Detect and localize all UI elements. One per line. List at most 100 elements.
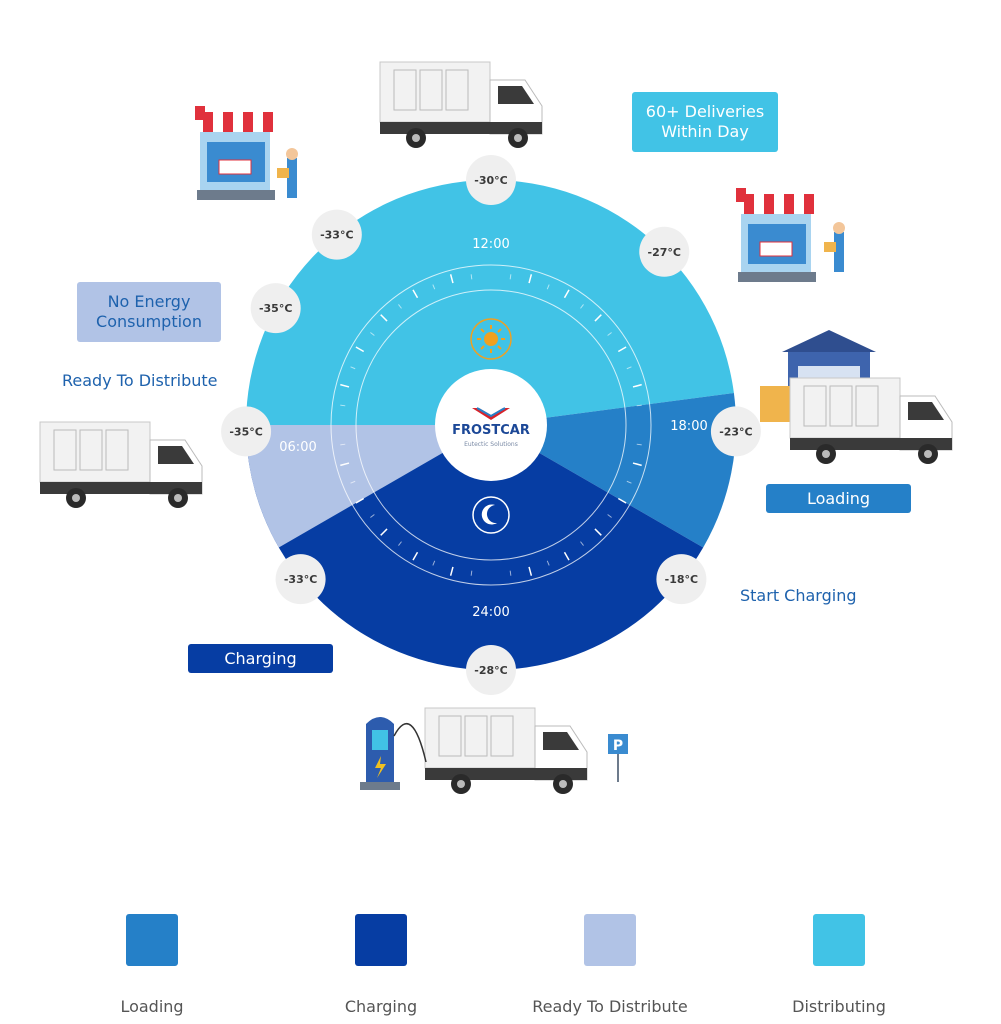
store-icon bbox=[736, 188, 845, 282]
clock-minor-tick bbox=[340, 404, 346, 407]
temperature-bubble-bg bbox=[639, 226, 690, 277]
cycle-wedges bbox=[246, 180, 736, 670]
truck-icon bbox=[424, 707, 588, 794]
clock-tick bbox=[617, 497, 627, 504]
parking-sign-icon: P bbox=[608, 734, 628, 782]
legend-label-ready: Ready To Distribute bbox=[532, 997, 688, 1016]
clock-minor-tick bbox=[607, 332, 612, 336]
clock-minor-tick bbox=[636, 443, 642, 446]
clock-minor-tick bbox=[470, 570, 473, 576]
clock-tick bbox=[449, 274, 454, 284]
temperature-bubble-bg bbox=[466, 155, 516, 205]
clock-minor-tick bbox=[636, 404, 642, 407]
time-morning: 06:00 bbox=[279, 440, 316, 455]
clock-tick bbox=[528, 566, 533, 576]
temperature-bubble-bg bbox=[250, 283, 301, 334]
clock-ring bbox=[330, 264, 652, 586]
temperature-value: -35°C bbox=[259, 302, 292, 315]
temperature-bubble: -18°C bbox=[656, 554, 707, 605]
ready-label: Ready To Distribute bbox=[62, 371, 218, 390]
clock-tick bbox=[412, 551, 419, 561]
temperature-bubbles: -30°C -27°C -23°C -18°C -28°C -33°C -35°C -35°C… bbox=[221, 155, 761, 695]
wedge-distributing bbox=[246, 180, 734, 425]
clock-tick bbox=[594, 528, 602, 536]
start-charging-label: Start Charging bbox=[740, 586, 857, 605]
temperature-bubble: -35°C bbox=[221, 406, 272, 457]
clock-tick bbox=[563, 551, 570, 561]
clock-tick bbox=[380, 314, 388, 322]
temperature-bubble-bg bbox=[275, 554, 326, 605]
clock-minor-tick bbox=[350, 480, 356, 484]
legend-swatch-distributing bbox=[813, 914, 865, 966]
clock-tick bbox=[632, 383, 642, 388]
temperature-value: -18°C bbox=[665, 573, 698, 586]
clock-tick bbox=[412, 289, 419, 299]
sun-icon bbox=[470, 318, 512, 360]
truck-icon bbox=[379, 61, 543, 148]
store-icon bbox=[195, 106, 298, 200]
truck-icon bbox=[789, 377, 953, 464]
time-evening: 18:00 bbox=[670, 419, 707, 434]
clock-tick bbox=[340, 462, 350, 467]
clock-minor-tick bbox=[626, 366, 632, 370]
temperature-bubble-bg bbox=[221, 406, 272, 457]
legend-swatch-loading bbox=[126, 914, 178, 966]
brand-name: FROSTCAR bbox=[452, 423, 530, 438]
clock-minor-tick bbox=[580, 541, 584, 546]
clock-tick bbox=[563, 289, 570, 299]
clock-tick bbox=[380, 528, 388, 536]
clock-minor-tick bbox=[398, 304, 402, 309]
clock-minor-tick bbox=[546, 284, 550, 290]
svg-text:P: P bbox=[613, 738, 623, 754]
clock-tick bbox=[355, 346, 365, 353]
clock-rings bbox=[330, 264, 652, 586]
clock-ring bbox=[355, 289, 627, 561]
clock-tick bbox=[594, 314, 602, 322]
temperature-bubble: -33°C bbox=[275, 554, 326, 605]
clock-minor-tick bbox=[432, 560, 436, 566]
temperature-bubble: -27°C bbox=[639, 226, 690, 277]
temperature-value: -35°C bbox=[229, 425, 262, 438]
time-midnight: 24:00 bbox=[472, 605, 509, 620]
time-noon: 12:00 bbox=[472, 237, 509, 252]
clock-tick bbox=[355, 497, 365, 504]
legend-label-charging: Charging bbox=[344, 997, 418, 1016]
brand-tagline: Eutectic Solutions bbox=[464, 441, 518, 448]
charging-station-icon bbox=[360, 717, 427, 790]
legend-label-loading: Loading bbox=[120, 997, 184, 1016]
temperature-bubble: -28°C bbox=[466, 645, 516, 695]
temperature-value: -27°C bbox=[648, 246, 681, 259]
temperature-bubble-bg bbox=[311, 209, 362, 260]
temperature-value: -30°C bbox=[474, 174, 507, 187]
temperature-bubble: -23°C bbox=[710, 406, 761, 457]
legend-swatch-charging bbox=[355, 914, 407, 966]
moon-icon bbox=[472, 496, 510, 534]
clock-minor-tick bbox=[370, 332, 375, 336]
temperature-bubble-bg bbox=[466, 645, 516, 695]
deliveries-callout: 60+ Deliveries Within Day bbox=[632, 92, 778, 152]
temperature-bubble: -30°C bbox=[466, 155, 516, 205]
clock-tick bbox=[449, 566, 454, 576]
truck-icon bbox=[39, 421, 203, 508]
clock-minor-tick bbox=[370, 514, 375, 518]
loading-callout: Loading bbox=[766, 484, 911, 513]
clock-tick bbox=[617, 346, 627, 353]
brand-logo bbox=[435, 369, 547, 481]
temperature-value: -33°C bbox=[320, 229, 353, 242]
wedge-loading bbox=[491, 393, 736, 548]
clock-minor-tick bbox=[546, 560, 550, 566]
clock-minor-tick bbox=[607, 514, 612, 518]
clock-minor-tick bbox=[580, 304, 584, 309]
wedge-ready-to-distribute bbox=[246, 425, 491, 548]
clock-minor-tick bbox=[509, 274, 512, 280]
temperature-bubble: -35°C bbox=[250, 283, 301, 334]
legend-swatch-ready bbox=[584, 914, 636, 966]
clock-minor-tick bbox=[432, 284, 436, 290]
temperature-bubble: -33°C bbox=[311, 209, 362, 260]
temperature-value: -28°C bbox=[474, 664, 507, 677]
clock-minor-tick bbox=[470, 274, 473, 280]
clock-minor-tick bbox=[626, 480, 632, 484]
temperature-value: -23°C bbox=[719, 425, 752, 438]
clock-tick bbox=[528, 274, 533, 284]
